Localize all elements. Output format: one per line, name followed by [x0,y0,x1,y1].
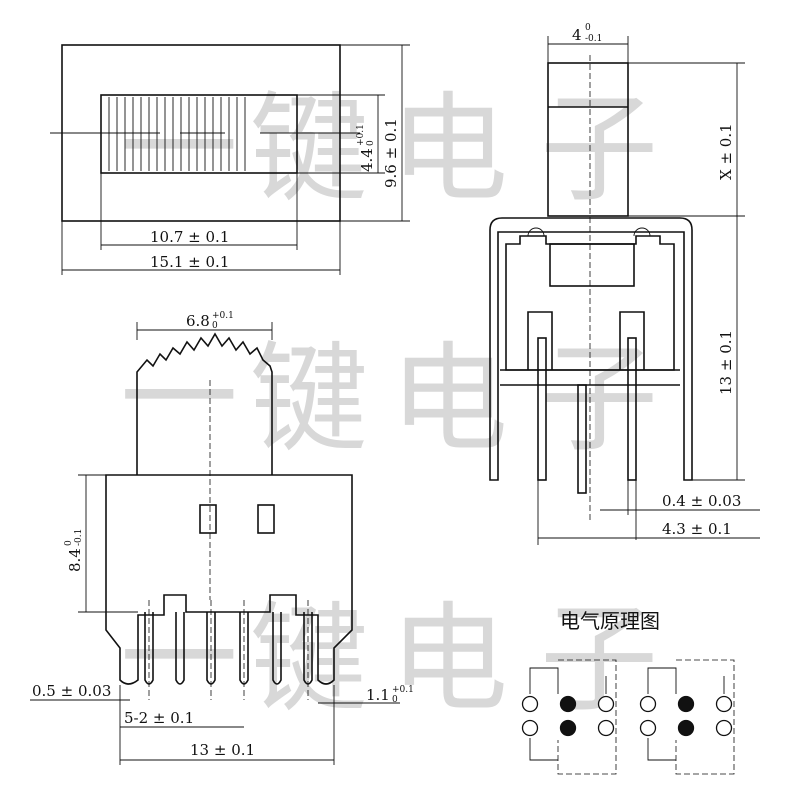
schematic-pole-2 [639,659,735,775]
actuator-ridges [108,97,246,171]
dim-pin-pitch: 5-2 ± 0.1 [124,709,194,727]
front-window-right [257,504,275,534]
schematic: 电气原理图 [521,609,735,775]
top-view-actuator [100,94,298,174]
front-pin [175,612,185,685]
watermark-char-10: 键 [250,590,368,728]
connection-line [529,738,558,761]
dim-total-width: 13 ± 0.1 [190,741,255,759]
switch-terminal [639,695,657,713]
side-frame [489,217,693,481]
svg-text:-0.1: -0.1 [585,34,602,44]
schematic-title: 电气原理图 [560,609,660,633]
side-pin [537,337,547,481]
svg-text:1.1: 1.1 [366,686,390,704]
switch-terminal [521,719,539,737]
side-contact-left [527,311,553,370]
watermark-char-2: 键 [250,80,368,218]
slider-outline [557,659,617,775]
side-pin [627,337,637,481]
dim-knob-width: 6.8 +0.1 0 [186,311,234,331]
side-detent-right [633,227,651,237]
switch-terminal [597,719,615,737]
watermark-char-3: 电 [390,80,508,218]
side-actuator [547,62,629,217]
svg-text:+0.1: +0.1 [392,685,414,695]
watermark: 一 键 电 子 一 键 电 子 一 键 电 子 [120,80,658,728]
front-knob [136,332,273,475]
connection-line [529,667,559,694]
front-pins [144,600,313,700]
switch-terminal [597,695,615,713]
dim-pin-width: 0.4 ± 0.03 [662,492,741,510]
front-body [105,474,353,685]
side-housing [505,235,675,371]
side-contact-right [619,311,645,370]
dim-pin-span: 4.3 ± 0.1 [662,520,732,538]
watermark-char-6: 键 [250,330,368,468]
svg-text:4.4: 4.4 [358,148,376,172]
dim-actuator-height: X ± 0.1 [717,123,735,180]
dim-body-height: 13 ± 0.1 [717,330,735,395]
common-terminal [559,719,577,737]
side-view: 4 0 -0.1 X ± 0.1 13 ± 0.1 0.4 ± 0.03 [489,23,760,545]
svg-text:8.4: 8.4 [66,548,84,572]
dim-actuator-width: 4 0 -0.1 [572,23,602,44]
watermark-char-1: 一 [120,80,238,218]
switch-terminal [521,695,539,713]
side-slider [549,243,635,287]
dim-body-height: 8.4 0 -0.1 [64,529,84,572]
watermark-char-11: 电 [390,590,508,728]
connection-line [647,738,676,761]
svg-text:6.8: 6.8 [186,312,210,330]
dim-lug-width: 1.1 +0.1 0 [366,685,414,705]
dim-inner-width: 10.7 ± 0.1 [150,228,229,246]
slider-outline [675,659,735,775]
watermark-char-8: 子 [540,330,658,468]
dim-outer-width: 15.1 ± 0.1 [150,253,229,271]
watermark-char-4: 子 [540,80,658,218]
svg-text:0: 0 [585,23,591,33]
front-pin [272,612,282,685]
top-view: 10.7 ± 0.1 15.1 ± 0.1 4.4 +0.1 0 9.6 ± 0… [50,44,410,275]
svg-text:4: 4 [572,26,582,44]
common-terminal [677,719,695,737]
watermark-char-9: 一 [120,590,238,728]
switch-terminal [715,695,733,713]
dim-pin-thickness: 0.5 ± 0.03 [32,682,111,700]
svg-text:+0.1: +0.1 [356,124,366,146]
side-pin [577,384,587,494]
common-terminal [677,695,695,713]
dim-total-height: 9.6 ± 0.1 [382,118,400,188]
schematic-pole-1 [521,659,617,775]
watermark-char-7: 电 [390,330,508,468]
svg-text:0: 0 [64,540,74,546]
switch-terminal [715,719,733,737]
connection-line [647,667,677,694]
side-detent-left [527,227,545,237]
svg-text:0: 0 [392,695,398,705]
svg-text:+0.1: +0.1 [212,311,234,321]
svg-text:0: 0 [366,140,376,146]
svg-text:0: 0 [212,321,218,331]
front-window-left [199,504,217,534]
dim-actuator-height: 4.4 +0.1 0 [356,124,376,172]
front-view: 6.8 +0.1 0 8.4 0 -0.1 [30,311,414,765]
switch-terminal [639,719,657,737]
svg-text:-0.1: -0.1 [74,529,84,546]
common-terminal [559,695,577,713]
